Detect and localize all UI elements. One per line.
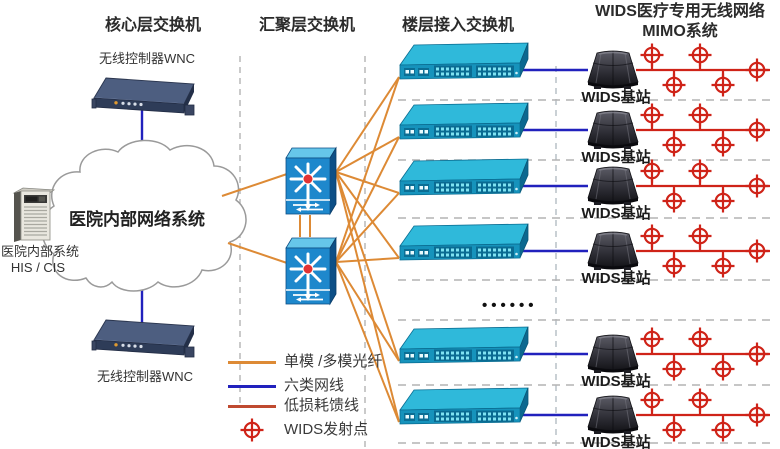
station-label: WIDS基站 (581, 205, 651, 222)
floor-row-3: WIDS基站 (0, 152, 780, 222)
feeder-line (636, 389, 770, 442)
access-layer-title: 楼层接入交换机 (401, 17, 514, 34)
core-layer-title: 核心层交换机 (104, 17, 201, 34)
feeder-line (636, 328, 770, 381)
station-label: WIDS基站 (581, 89, 651, 106)
wids-title-line2: MIMO系统 (642, 23, 718, 40)
his-label-line2: HIS / CIS (10, 260, 66, 275)
legend-cat6-label: 六类网线 (284, 377, 345, 394)
wids-base-station (587, 166, 639, 206)
access-switch (399, 36, 529, 80)
wids-base-station (587, 110, 639, 150)
his-label-line1: 医院内部系统 (1, 244, 80, 259)
legend-fiber-label: 单模 /多模光纤 (284, 353, 383, 370)
legend-wids-point-label: WIDS发射点 (284, 421, 369, 438)
access-switch (399, 217, 529, 261)
wnc-bottom-label: 无线控制器WNC (96, 369, 194, 384)
cloud-label: 医院内部网络系统 (69, 210, 205, 229)
wids-base-station (587, 395, 639, 435)
station-label: WIDS基站 (581, 270, 651, 287)
wnc-top-label: 无线控制器WNC (98, 51, 196, 66)
aggregation-layer-title: 汇聚层交换机 (258, 17, 355, 34)
wids-system-title: WIDS医疗专用无线网络 MIMO系统 (580, 2, 780, 42)
floor-row-5: WIDS基站 (0, 320, 780, 390)
feeder-line (636, 225, 770, 278)
floor-row-4: WIDS基站 (0, 217, 780, 287)
feeder-line (636, 44, 770, 97)
legend-feeder-label: 低损耗馈线 (284, 397, 360, 414)
fiber-fan-lower-switch (335, 76, 400, 423)
feeder-line (636, 160, 770, 213)
more-floors-ellipsis: •••••• (482, 297, 538, 314)
floor-row-2: WIDS基站 (0, 96, 780, 166)
wids-base-station (587, 334, 639, 374)
wids-base-station (587, 231, 639, 271)
legend: 单模 /多模光纤 六类网线 低损耗馈线 WIDS发射点 (228, 352, 438, 449)
legend-cat6-line-sample (228, 385, 276, 388)
station-label: WIDS基站 (581, 434, 651, 449)
fiber-links (221, 76, 400, 423)
floor-row-1: WIDS基站 (0, 36, 780, 106)
wids-title-line1: WIDS医疗专用无线网络 (595, 3, 765, 20)
access-switch (399, 96, 529, 140)
fiber-fan-upper-switch (335, 76, 400, 423)
legend-feeder-line-sample (228, 405, 276, 408)
station-label: WIDS基站 (581, 149, 651, 166)
access-switch (399, 152, 529, 196)
wids-base-station (587, 50, 639, 90)
feeder-line (636, 104, 770, 157)
hospital-network-cloud (41, 139, 247, 292)
station-label: WIDS基站 (581, 373, 651, 390)
legend-fiber-line-sample (228, 361, 276, 364)
floor-row-6: WIDS基站 (0, 381, 780, 449)
legend-wids-point-icon (239, 417, 265, 443)
